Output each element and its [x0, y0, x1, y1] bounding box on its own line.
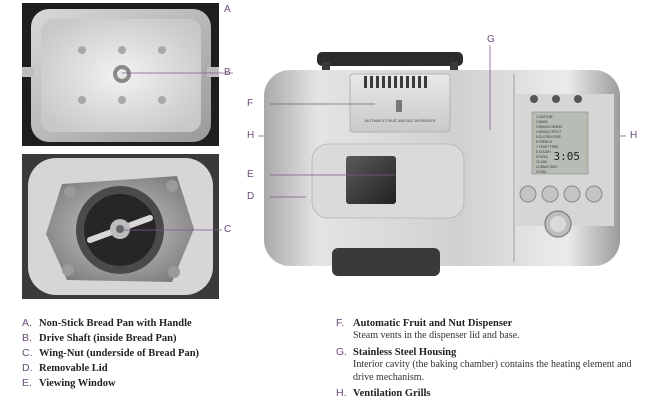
legend-label: Stainless Steel Housing — [353, 347, 457, 358]
legend-desc-g: Interior cavity (the baking chamber) con… — [353, 359, 632, 383]
lcd-menu-5: 5 GLUTEN FREE — [536, 135, 561, 139]
lcd-menu-10: 10 JAM — [536, 160, 547, 164]
lcd-time: 3:05 — [554, 150, 581, 163]
lcd-menu-3: 3 WHOLE WHEAT — [536, 125, 563, 129]
callout-h-right: H — [630, 130, 638, 141]
callout-c: C — [224, 224, 232, 235]
lcd-menu-7: 7 YEAST FREE — [536, 145, 558, 149]
callout-d: D — [247, 191, 255, 202]
lcd-menu-12: 12 MIX — [536, 170, 547, 174]
legend-item-c: C. Wing-Nut (underside of Bread Pan) — [22, 346, 199, 361]
callout-h-left: H — [247, 130, 255, 141]
lcd-menu-11: 11 BAKE ONLY — [536, 165, 559, 169]
callout-g: G — [487, 34, 495, 45]
legend-label: Non-Stick Bread Pan with Handle — [39, 318, 192, 329]
callout-e: E — [247, 169, 254, 180]
lcd-menu-2: 2 BASIC — [536, 120, 549, 124]
legend-item-e: E. Viewing Window — [22, 376, 116, 391]
wing-nut-photo — [22, 154, 219, 299]
legend-label: Automatic Fruit and Nut Dispenser — [353, 318, 513, 329]
lcd-menu-4: 4 WHOLE SPELT — [536, 130, 561, 134]
legend-item-h: H. Ventilation Grills — [336, 386, 431, 401]
bread-pan-photo — [22, 3, 219, 146]
legend-key: H. — [336, 387, 347, 399]
breadmaker-photo: AUTOMATIC FRUIT AND NUT DISPENSER 1 CUST… — [262, 52, 624, 284]
legend-label: Wing-Nut (underside of Bread Pan) — [39, 348, 200, 359]
legend-item-d: D. Removable Lid — [22, 361, 108, 376]
legend-key: G. — [336, 346, 348, 358]
lcd-menu-1: 1 CUSTOM — [536, 115, 553, 119]
legend-label: Drive Shaft (inside Bread Pan) — [39, 333, 177, 344]
legend-item-a: A. Non-Stick Bread Pan with Handle — [22, 316, 192, 331]
legend-label: Removable Lid — [39, 363, 108, 374]
legend-key: B. — [22, 332, 32, 344]
legend-item-g: G. Stainless Steel Housing — [336, 345, 456, 360]
dispenser-lid-label: AUTOMATIC FRUIT AND NUT DISPENSER — [365, 119, 436, 123]
legend-key: D. — [22, 362, 33, 374]
callout-f: F — [247, 98, 254, 109]
lcd-menu-8: 8 DOUGH — [536, 150, 551, 154]
legend-label: Ventilation Grills — [353, 388, 431, 399]
callout-b: B — [224, 67, 231, 78]
legend-key: E. — [22, 377, 32, 389]
legend-key: C. — [22, 347, 33, 359]
legend-desc-f: Steam vents in the dispenser lid and bas… — [353, 330, 520, 341]
callout-a: A — [224, 4, 231, 15]
legend-label: Viewing Window — [39, 378, 116, 389]
lcd-menu-6: 6 FRENCH — [536, 140, 553, 144]
legend-key: F. — [336, 317, 345, 329]
legend-item-b: B. Drive Shaft (inside Bread Pan) — [22, 331, 176, 346]
legend-key: A. — [22, 317, 32, 329]
legend-item-f: F. Automatic Fruit and Nut Dispenser — [336, 316, 512, 331]
lcd-menu-9: 9 PIZZA — [536, 155, 549, 159]
